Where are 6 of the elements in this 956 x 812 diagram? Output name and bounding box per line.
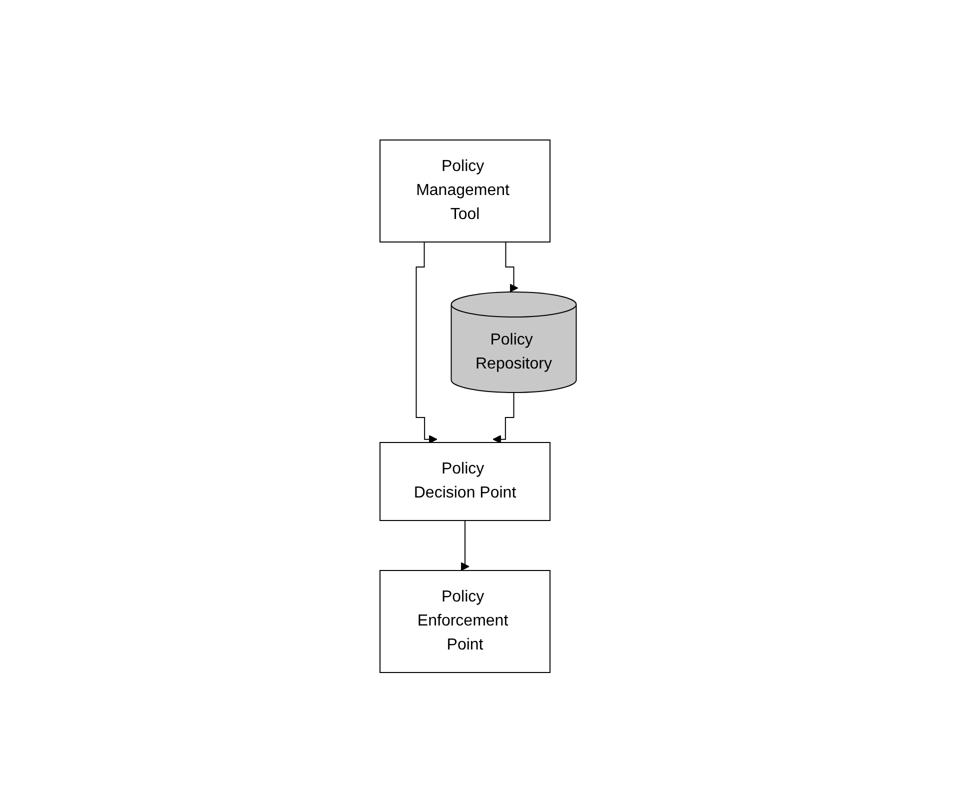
- arrow: [492, 392, 514, 444]
- node-box: Policy Enforcement Point: [379, 570, 550, 673]
- arrow: [460, 520, 470, 571]
- arrow: [416, 241, 438, 444]
- node-box: Policy Decision Point: [379, 442, 550, 521]
- node-box: Policy Management Tool: [379, 139, 550, 242]
